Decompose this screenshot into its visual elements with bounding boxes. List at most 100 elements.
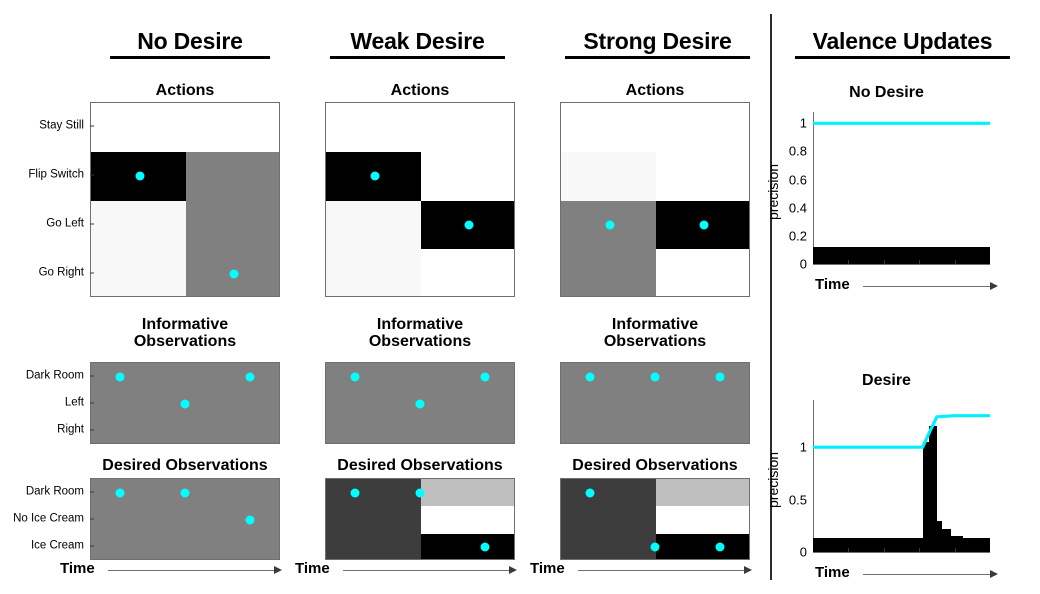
chart-valence_desire (813, 400, 990, 553)
heatmap-cell (326, 200, 421, 250)
heatmap-cell (656, 533, 749, 559)
chart-title-valence_desire: Desire (862, 372, 911, 389)
y-axis-tick-mark (90, 518, 94, 520)
time-axis-arrowhead-icon (274, 566, 282, 574)
precision-line-series (813, 414, 990, 449)
time-axis-strong_desire: Time (530, 560, 760, 578)
data-point-marker (415, 399, 425, 409)
x-axis-tick-mark (954, 548, 956, 552)
data-point-marker (650, 372, 660, 382)
data-point-marker (350, 488, 360, 498)
y-axis-tick-mark (90, 125, 94, 127)
heatmap-cell (656, 103, 749, 152)
data-point-marker (650, 542, 660, 552)
heatmap-cell (186, 200, 279, 250)
y-axis-tick-mark (90, 402, 94, 404)
heatmap-cell (656, 151, 749, 201)
chart-y-tick-label: 0.5 (788, 492, 807, 508)
time-axis-arrowhead-icon (990, 570, 998, 578)
chart-y-axis-label: precision (765, 163, 781, 220)
data-point-marker (715, 372, 725, 382)
y-axis-tick-mark (90, 375, 94, 377)
x-axis-tick-mark (883, 260, 885, 264)
panel-title-actions-3: Actions (625, 82, 685, 99)
informative-title-line2: Observations (133, 333, 237, 350)
heatmap-cell (561, 506, 656, 534)
y-axis-tick-mark (90, 174, 94, 176)
data-point-marker (370, 171, 380, 181)
time-axis-line (863, 286, 990, 287)
y-axis-line (813, 112, 814, 264)
data-point-marker (585, 372, 595, 382)
y-axis-tick-label: No Ice Cream (13, 512, 84, 525)
y-axis-tick-label: Go Right (38, 265, 84, 278)
heatmap-cell (326, 506, 421, 534)
time-axis-line (108, 570, 274, 571)
time-axis-valence_no_desire: Time (815, 277, 1002, 294)
heatmap-cell (91, 200, 186, 250)
valence-update-bar (922, 441, 929, 552)
chart-y-tick-label: 0.6 (788, 172, 807, 188)
heatmap-cell (421, 533, 514, 559)
valence-update-bar (901, 247, 946, 264)
y-axis-tick-label: Left (64, 396, 84, 409)
time-axis-arrowhead-icon (509, 566, 517, 574)
heatmap-cell (656, 479, 749, 507)
panel-title-informative-1: Informative Observations (95, 316, 275, 350)
heatmap-cell (326, 249, 421, 296)
data-point-marker (180, 399, 190, 409)
x-axis-tick-mark (848, 548, 850, 552)
data-point-marker (115, 372, 125, 382)
time-axis-label: Time (60, 560, 95, 577)
panel-title-actions-2: Actions (390, 82, 450, 99)
y-axis-tick-label: Right (57, 423, 84, 436)
chart-y-axis-label: precision (765, 451, 781, 508)
heatmap-cell (656, 506, 749, 534)
heatmap-cell (561, 151, 656, 201)
plot-actions-no_desire (90, 102, 280, 297)
x-axis-tick-mark (883, 548, 885, 552)
informative-title-line1: Informative (376, 316, 464, 333)
heatmap-cell (186, 151, 279, 201)
y-axis-tick-mark (90, 223, 94, 225)
heatmap-cell (561, 249, 656, 296)
plot-informative-weak_desire (325, 362, 515, 444)
time-axis-line (863, 574, 990, 575)
panel-title-actions-1: Actions (155, 82, 215, 99)
y-axis-tick-mark (90, 429, 94, 431)
data-point-marker (115, 488, 125, 498)
y-axis-tick-label: Go Left (46, 217, 84, 230)
time-axis-arrowhead-icon (990, 282, 998, 290)
x-axis-line (813, 264, 990, 265)
informative-title-line1: Informative (611, 316, 699, 333)
time-axis-label: Time (295, 560, 330, 577)
time-axis-label: Time (815, 564, 850, 581)
heatmap-cell (326, 103, 421, 152)
valence-update-bar (945, 247, 990, 264)
data-point-marker (480, 372, 490, 382)
column-header-valence-updates: Valence Updates (795, 28, 1010, 59)
heatmap-cell (421, 249, 514, 296)
heatmap-cell (561, 103, 656, 152)
y-axis-tick-label: Dark Room (25, 484, 84, 497)
heatmap-cell (91, 249, 186, 296)
data-point-marker (605, 220, 615, 230)
time-axis-no_desire: Time (60, 560, 290, 578)
chart-valence_no_desire (813, 112, 990, 265)
plot-desired-strong_desire (560, 478, 750, 560)
y-axis-tick-mark (90, 491, 94, 493)
y-axis-tick-label: Ice Cream (30, 539, 84, 552)
data-point-marker (480, 542, 490, 552)
chart-y-tick-label: 0 (799, 256, 807, 272)
chart-y-tick-label: 1 (799, 115, 807, 131)
x-axis-tick-mark (954, 260, 956, 264)
panel-title-desired-2: Desired Observations (337, 457, 503, 474)
time-axis-label: Time (530, 560, 565, 577)
data-point-marker (229, 269, 239, 279)
y-axis-tick-mark (90, 272, 94, 274)
x-axis-tick-mark (919, 548, 921, 552)
data-point-marker (715, 542, 725, 552)
plot-actions-strong_desire (560, 102, 750, 297)
valence-update-bar (963, 538, 990, 552)
